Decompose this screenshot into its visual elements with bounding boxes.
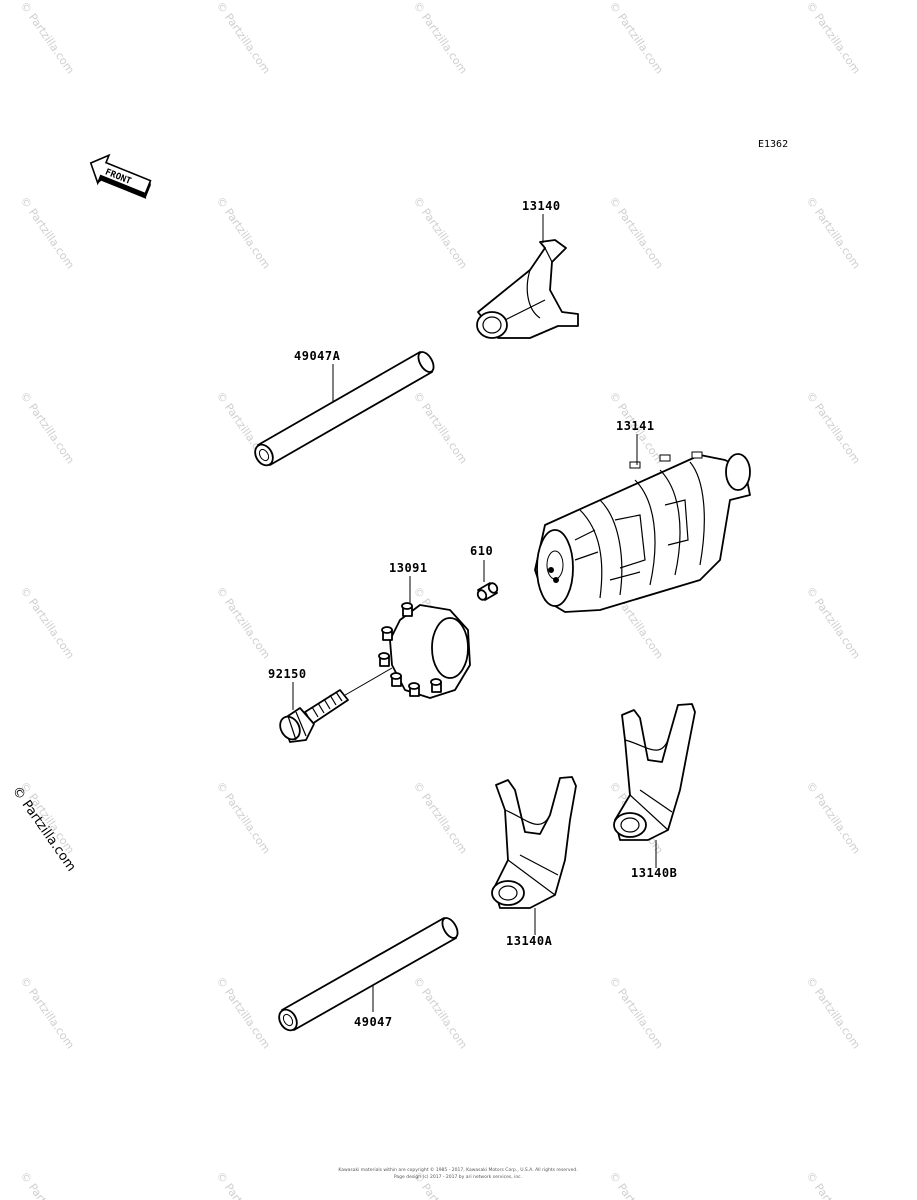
watermark: © Partzilla.com bbox=[214, 584, 273, 661]
watermark: © Partzilla.com bbox=[411, 974, 470, 1051]
watermark: © Partzilla.com bbox=[18, 0, 77, 76]
footer-copyright-line1: Kawasaki materials within are copyright … bbox=[338, 1166, 577, 1173]
watermark: © Partzilla.com bbox=[804, 389, 863, 466]
watermark: © Partzilla.com bbox=[411, 194, 470, 271]
part-label-49047A[interactable]: 49047A bbox=[294, 349, 341, 363]
watermark: © Partzilla.com bbox=[607, 1169, 666, 1200]
part-label-92150[interactable]: 92150 bbox=[268, 667, 307, 681]
watermark: © Partzilla.com bbox=[411, 389, 470, 466]
part-label-13140[interactable]: 13140 bbox=[522, 199, 561, 213]
watermark: © Partzilla.com bbox=[18, 389, 77, 466]
watermark: © Partzilla.com bbox=[214, 194, 273, 271]
watermark: © Partzilla.com bbox=[607, 0, 666, 76]
dowel-pin-610[interactable] bbox=[476, 582, 499, 602]
watermark: © Partzilla.com bbox=[607, 194, 666, 271]
watermark: © Partzilla.com bbox=[411, 0, 470, 76]
watermark: © Partzilla.com bbox=[804, 779, 863, 856]
watermark: © Partzilla.com bbox=[411, 1169, 470, 1200]
watermark: © Partzilla.com bbox=[804, 974, 863, 1051]
part-label-13140A[interactable]: 13140A bbox=[506, 934, 553, 948]
part-label-13091[interactable]: 13091 bbox=[389, 561, 428, 575]
watermark: © Partzilla.com bbox=[18, 194, 77, 271]
front-arrow-icon: FRONT bbox=[89, 153, 152, 199]
footer-copyright-line2: Page design (c) 2017 - 2017 by ari netwo… bbox=[394, 1174, 522, 1180]
watermark: © Partzilla.com bbox=[804, 194, 863, 271]
shift-drum-13141[interactable] bbox=[534, 451, 751, 613]
shift-fork-13140[interactable] bbox=[476, 239, 579, 339]
copyright-vertical: © Partzilla.com bbox=[9, 784, 79, 875]
watermark: © Partzilla.com bbox=[607, 974, 666, 1051]
part-label-610[interactable]: 610 bbox=[470, 544, 493, 558]
watermark: © Partzilla.com bbox=[214, 0, 273, 76]
watermark: © Partzilla.com bbox=[411, 779, 470, 856]
shift-rod-49047A[interactable] bbox=[252, 349, 437, 468]
part-label-13140B[interactable]: 13140B bbox=[631, 866, 677, 880]
watermark: © Partzilla.com bbox=[804, 584, 863, 661]
shift-rod-49047[interactable] bbox=[276, 915, 461, 1033]
bolt-92150[interactable] bbox=[276, 689, 349, 743]
watermark: © Partzilla.com bbox=[18, 584, 77, 661]
shift-fork-13140B[interactable] bbox=[613, 703, 696, 841]
watermark: © Partzilla.com bbox=[804, 1169, 863, 1200]
diagram-code: E1362 bbox=[758, 139, 788, 150]
watermark: © Partzilla.com bbox=[214, 779, 273, 856]
part-label-13141[interactable]: 13141 bbox=[616, 419, 655, 433]
watermark: © Partzilla.com bbox=[18, 974, 77, 1051]
watermark: © Partzilla.com bbox=[214, 974, 273, 1051]
watermark: © Partzilla.com bbox=[214, 1169, 273, 1200]
watermark: © Partzilla.com bbox=[18, 1169, 77, 1200]
shift-fork-13140A[interactable] bbox=[491, 776, 577, 909]
pin-plate-13091[interactable] bbox=[339, 602, 471, 699]
watermark: © Partzilla.com bbox=[804, 0, 863, 76]
part-label-49047[interactable]: 49047 bbox=[354, 1015, 393, 1029]
